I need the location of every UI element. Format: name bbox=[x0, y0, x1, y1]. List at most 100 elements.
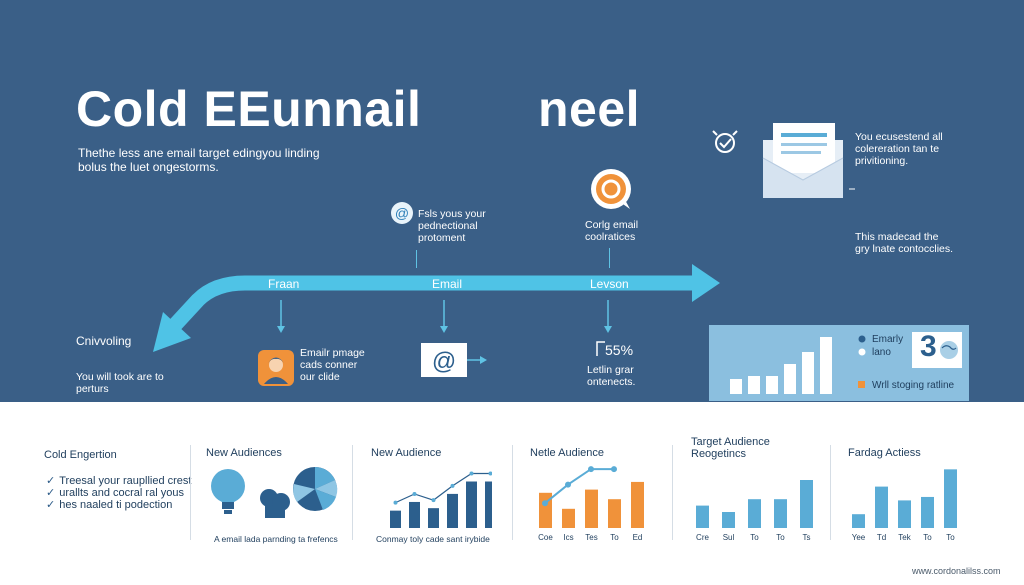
stage-label-3: Levson bbox=[590, 277, 629, 291]
envelope-illustration bbox=[712, 123, 855, 198]
bracket-icon bbox=[596, 341, 605, 356]
panel-5-bar bbox=[722, 512, 735, 528]
audience-illustration bbox=[211, 467, 338, 518]
panel-6-axis: Yee Td Tek To To bbox=[852, 533, 956, 542]
panel-5-tick-label: To bbox=[750, 533, 759, 542]
footer-credit: www.cordonalilss.com bbox=[912, 566, 1001, 576]
step-note-3-line-2: ontenects. bbox=[587, 376, 636, 388]
panel-5-subtitle: Reogetincs bbox=[691, 448, 747, 460]
page-title: Cold EEunnail bbox=[76, 81, 422, 137]
panel-3-trend-line bbox=[395, 472, 491, 504]
pie-chart-icon bbox=[293, 467, 338, 511]
panel-3-chart bbox=[390, 471, 492, 528]
panel-5-tick-label: To bbox=[776, 533, 785, 542]
panel-divider bbox=[672, 445, 673, 540]
connector-line bbox=[609, 248, 610, 268]
note-1-line-3: privitioning. bbox=[855, 155, 909, 167]
panel-5-tick-label: Ts bbox=[803, 533, 811, 542]
panel-3-trend-point bbox=[412, 491, 417, 496]
check-icon: ✓ bbox=[46, 475, 56, 487]
panel-6-chart bbox=[852, 469, 957, 528]
panel-3-bar bbox=[485, 481, 492, 528]
globe-icon bbox=[940, 341, 958, 359]
stats-bar bbox=[730, 379, 742, 394]
panel-5-bar bbox=[696, 505, 709, 528]
panel-4-trend-point bbox=[611, 466, 617, 473]
panel-4-tick-label: Ics bbox=[563, 533, 573, 542]
panel-3-bar bbox=[390, 510, 401, 528]
panel-4-bar bbox=[608, 499, 621, 528]
callout-1-line-3: protoment bbox=[418, 232, 466, 244]
callout-2-line-1: Corlg email bbox=[585, 219, 639, 231]
stats-bar bbox=[802, 352, 814, 394]
panel-6-tick-label: To bbox=[923, 533, 932, 542]
panel-5-tick-label: Sul bbox=[723, 533, 735, 542]
note-1-line-2: colereration tan te bbox=[855, 143, 940, 155]
page-title-suffix: neel bbox=[538, 81, 641, 137]
legend-dot-dark bbox=[858, 335, 866, 343]
panel-6-tick-label: Td bbox=[877, 533, 886, 542]
panel-3-trend-point bbox=[393, 500, 398, 505]
panel-3-trend-point bbox=[488, 471, 492, 476]
panel-6-bar bbox=[898, 500, 911, 528]
stats-bar bbox=[766, 376, 778, 394]
panel-6-bar bbox=[875, 486, 888, 528]
panel-divider bbox=[830, 445, 831, 540]
panel-3-trend-point bbox=[431, 498, 436, 503]
legend-label-3: Wrll stoging ratline bbox=[872, 380, 955, 391]
panel-3-trend-point bbox=[469, 471, 474, 476]
person-avatar-icon bbox=[258, 350, 294, 386]
left-block-line-1: You will took are to bbox=[76, 371, 164, 383]
panel-3-bar bbox=[409, 501, 420, 528]
callout-1-line-1: Fsls yous your bbox=[418, 208, 486, 220]
panel-5-bar bbox=[774, 499, 787, 528]
envelope-icon bbox=[762, 123, 844, 198]
funnel-arrow bbox=[153, 264, 720, 352]
svg-text:@: @ bbox=[395, 205, 409, 221]
legend-label-1: Emarly bbox=[872, 334, 904, 345]
panel-6-bar bbox=[921, 496, 934, 528]
panel-1-item: ✓urallts and cocral ral yous bbox=[46, 486, 184, 500]
panel-1-item-text: urallts and cocral ral yous bbox=[59, 487, 184, 499]
note-2-line-2: gry lnate contocclies. bbox=[855, 243, 954, 255]
subtitle-line-1: Thethe less ane email target edingyou li… bbox=[78, 146, 320, 160]
step-note-3-percent: 55% bbox=[605, 342, 634, 358]
down-arrow-icon bbox=[277, 300, 285, 333]
panel-3-bar bbox=[428, 508, 439, 528]
callout-2-line-2: coolratices bbox=[585, 231, 636, 243]
stats-bar bbox=[748, 376, 760, 394]
panel-6-tick-label: To bbox=[946, 533, 955, 542]
panel-5-axis: Cre Sul To To Ts bbox=[696, 533, 811, 542]
panel-4-chart bbox=[539, 466, 644, 528]
panel-1-item-text: Treesal your raupllied crest bbox=[59, 475, 192, 487]
panel-2-title: New Audiences bbox=[206, 447, 282, 459]
panel-5-tick-label: Cre bbox=[696, 533, 709, 542]
panel-6-tick-label: Yee bbox=[852, 533, 866, 542]
panel-4-trend-point bbox=[588, 466, 594, 473]
email-at-icon: @ bbox=[421, 343, 487, 377]
panel-5-bar bbox=[800, 480, 813, 528]
panel-6-title: Fardag Actiess bbox=[848, 447, 921, 459]
panel-4-tick-label: Coe bbox=[538, 533, 553, 542]
panel-4-trend-line bbox=[544, 468, 614, 504]
check-icon: ✓ bbox=[46, 487, 56, 499]
panel-4-trend-point bbox=[565, 481, 571, 488]
legend-label-2: lano bbox=[872, 347, 891, 358]
legend-dot-orange bbox=[858, 381, 865, 388]
stats-big-number: 3 bbox=[920, 330, 937, 363]
panel-4-bar bbox=[585, 489, 598, 528]
stats-bar bbox=[820, 337, 832, 394]
panel-4-bar bbox=[631, 481, 644, 528]
panel-6-tick-label: Tek bbox=[898, 533, 911, 542]
callout-1-line-2: pednectional bbox=[418, 220, 478, 232]
hands-icon bbox=[260, 489, 290, 518]
step-note-1-line-1: Emailr pmage bbox=[300, 347, 365, 359]
subtitle-line-2: bolus the luet ongestorms. bbox=[78, 160, 219, 174]
panel-4-bar bbox=[562, 508, 575, 528]
panel-5-chart bbox=[696, 480, 813, 528]
panel-1-item: ✓hes naaled ti podection bbox=[46, 498, 172, 512]
target-icon bbox=[712, 130, 738, 153]
panel-4-tick-label: Ed bbox=[633, 533, 643, 542]
panel-3-bar bbox=[466, 481, 477, 528]
